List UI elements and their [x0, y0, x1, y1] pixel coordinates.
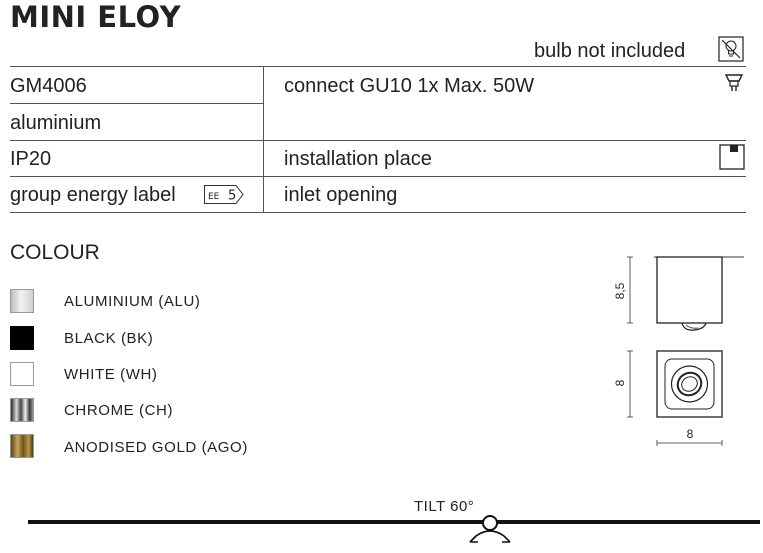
- energy-prefix: EE: [208, 192, 220, 202]
- dimension-width: 8: [686, 427, 694, 441]
- energy-label: group energy label: [10, 184, 176, 206]
- colour-label: BLACK (BK): [64, 330, 154, 347]
- energy-class: 5: [228, 189, 236, 204]
- tilt-label: TILT 60°: [414, 498, 475, 515]
- gu10-socket-icon: [724, 74, 744, 91]
- dimension-drawing: [627, 256, 744, 446]
- inlet-opening: inlet opening: [284, 184, 398, 206]
- colour-label: CHROME (CH): [64, 402, 174, 419]
- tilt-arrows-icon: [469, 530, 511, 543]
- material: aluminium: [10, 112, 102, 134]
- tilt-diagram: [28, 515, 760, 543]
- ip-rating: IP20: [10, 148, 52, 170]
- swatch-black: [10, 326, 34, 350]
- colour-label: ALUMINIUM (ALU): [64, 293, 201, 310]
- connect-spec: connect GU10 1x Max. 50W: [284, 75, 535, 97]
- swatch-chrome: [10, 398, 34, 422]
- bulb-note: bulb not included: [534, 40, 686, 62]
- swatch-white: [10, 362, 34, 386]
- dimension-depth: 8: [613, 379, 627, 387]
- dimension-height: 8,5: [613, 282, 627, 300]
- installation-place: installation place: [284, 148, 432, 170]
- colour-label: WHITE (WH): [64, 366, 158, 383]
- swatch-aluminium: [10, 289, 34, 313]
- swatch-anodised-gold: [10, 434, 34, 458]
- colour-label: ANODISED GOLD (AGO): [64, 439, 248, 456]
- product-code: GM4006: [10, 75, 87, 97]
- energy-class-badge: EE 5: [204, 185, 244, 204]
- bulb-crossed-icon: [718, 36, 744, 62]
- product-title: MINI ELOY: [10, 0, 182, 34]
- ceiling-mount-icon: [719, 144, 745, 170]
- colour-heading: COLOUR: [10, 241, 100, 264]
